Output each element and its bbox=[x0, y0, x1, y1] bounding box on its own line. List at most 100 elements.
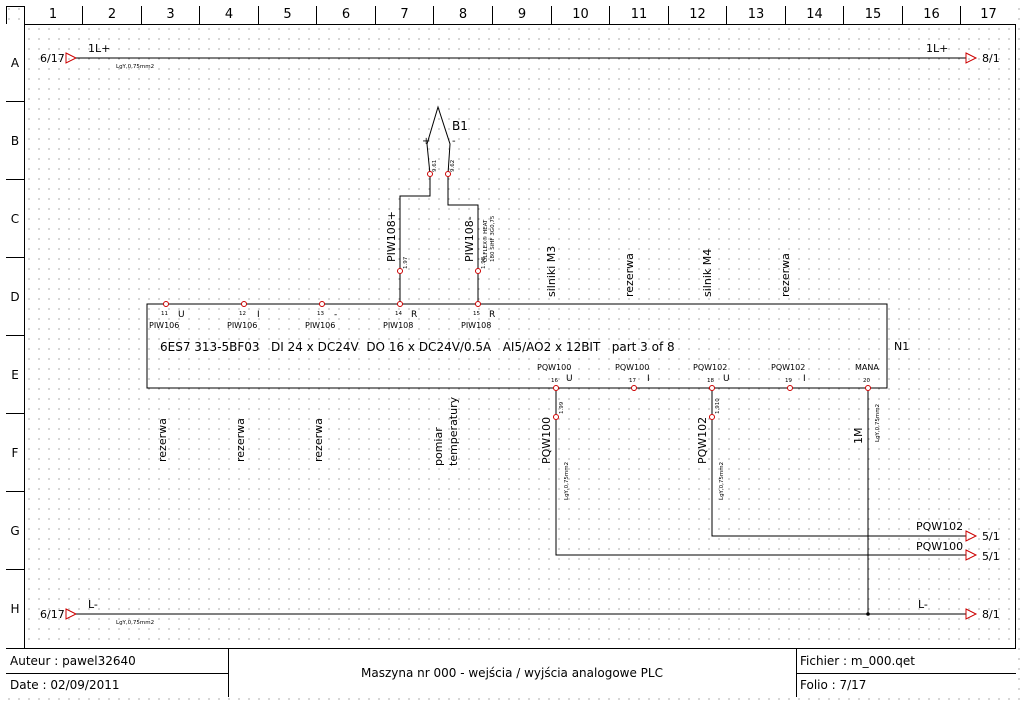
signal-label-pqw100: PQW100 bbox=[540, 417, 553, 464]
output-label: PQW100 bbox=[916, 540, 963, 553]
signal-label-piw108-minus: PIW108- bbox=[463, 216, 476, 262]
pin-number: 15 bbox=[473, 311, 480, 317]
title-block: Auteur : pawel32640 Date : 02/09/2011 Ma… bbox=[6, 648, 1016, 697]
output-ref: 5/1 bbox=[982, 550, 1000, 563]
channel-label: rezerwa bbox=[156, 418, 169, 462]
pin-type: U bbox=[178, 310, 185, 320]
module-body bbox=[146, 303, 888, 389]
column-header: 2 bbox=[83, 6, 142, 24]
rail-connector-arrow-icon bbox=[65, 608, 78, 620]
terminal-icon bbox=[427, 171, 433, 177]
column-header: 8 bbox=[434, 6, 493, 24]
bottom-pin: PQW102 I 19 bbox=[771, 363, 806, 391]
top-pin: 14 R PIW108 bbox=[383, 301, 417, 330]
output-connector: PQW102 5/1 bbox=[916, 520, 1000, 543]
module-description: 6ES7 313-5BF03 DI 24 x DC24V DO 16 x DC2… bbox=[160, 340, 675, 354]
column-header: 15 bbox=[844, 6, 903, 24]
bottom-pin: PQW102 U 18 bbox=[693, 363, 730, 391]
pin-type: - bbox=[334, 310, 337, 320]
row-header: B bbox=[6, 102, 24, 180]
bottom-rail: 6/17 L- LgY,0,75mm2 L- 8/1 bbox=[40, 598, 1000, 626]
author-field: Auteur : pawel32640 bbox=[10, 654, 136, 668]
pin-number: 20 bbox=[863, 378, 870, 384]
column-header: 9 bbox=[493, 6, 552, 24]
pin-number: 12 bbox=[239, 311, 246, 317]
pin-type: R bbox=[489, 310, 495, 320]
channel-label: pomiar bbox=[432, 427, 445, 466]
top-rail-label-left: 1L+ bbox=[88, 42, 110, 55]
pin-number: 11 bbox=[161, 311, 168, 317]
column-header: 16 bbox=[903, 6, 961, 24]
output-connector: PQW100 5/1 bbox=[916, 540, 1000, 563]
wire-number: 1.99 bbox=[559, 401, 565, 414]
connector-arrow-icon bbox=[965, 549, 978, 561]
channel-label: silniki M3 bbox=[545, 246, 558, 297]
wire-spec: LgY,0,75mm2 bbox=[875, 404, 881, 442]
column-header: 17 bbox=[961, 6, 1016, 24]
sheet-title: Maszyna nr 000 - wejścia / wyjścia analo… bbox=[361, 666, 663, 680]
pin-number: 17 bbox=[629, 378, 636, 384]
column-header: 13 bbox=[727, 6, 786, 24]
output-label: PQW102 bbox=[916, 520, 963, 533]
column-header: 10 bbox=[552, 6, 610, 24]
signal-label-1m: 1M bbox=[852, 428, 865, 445]
sensor-b1: B1 + - 9.61 9.62 bbox=[422, 105, 468, 177]
channel-label: rezerwa bbox=[623, 253, 636, 297]
pin-number: 18 bbox=[707, 378, 714, 384]
wire-pqw100 bbox=[555, 420, 966, 556]
sensor-wire-right: 9.62 bbox=[450, 160, 456, 172]
channel-label: rezerwa bbox=[779, 253, 792, 297]
pin-address: PIW106 bbox=[149, 321, 179, 330]
rail-connector-arrow-icon bbox=[965, 52, 978, 64]
signal-label-piw108-plus: PIW108+ bbox=[385, 211, 398, 262]
top-pin: 15 R PIW108 bbox=[461, 301, 495, 330]
pin-number: 16 bbox=[551, 378, 558, 384]
column-header: 1 bbox=[24, 6, 83, 24]
pin-address: PIW108 bbox=[383, 321, 413, 330]
pin-address: PQW102 bbox=[693, 363, 727, 372]
channel-label: rezerwa bbox=[234, 418, 247, 462]
column-header: 4 bbox=[200, 6, 259, 24]
pin-address: PIW108 bbox=[461, 321, 491, 330]
sensor-minus-sign: - bbox=[452, 136, 456, 147]
sensor-wire-left: 9.61 bbox=[432, 160, 438, 172]
wire-number: 1.910 bbox=[715, 398, 721, 414]
top-rail-target-ref: 8/1 bbox=[982, 52, 1000, 65]
thermocouple-icon bbox=[426, 105, 451, 175]
bottom-rail-wire-spec: LgY,0,75mm2 bbox=[116, 620, 154, 626]
column-header: 5 bbox=[259, 6, 317, 24]
terminal-icon bbox=[397, 301, 403, 307]
row-header: E bbox=[6, 336, 24, 414]
bottom-rail-label-left: L- bbox=[88, 598, 98, 611]
terminal-icon bbox=[787, 385, 793, 391]
pin-address: PIW106 bbox=[305, 321, 335, 330]
pin-number: 14 bbox=[395, 311, 402, 317]
connector-arrow-icon bbox=[965, 530, 978, 542]
terminal-icon bbox=[445, 171, 451, 177]
terminal-icon bbox=[163, 301, 169, 307]
pin-type: R bbox=[411, 310, 417, 320]
terminal-icon bbox=[241, 301, 247, 307]
terminal-icon bbox=[709, 385, 715, 391]
terminal-icon bbox=[631, 385, 637, 391]
title-block-divider bbox=[228, 649, 229, 697]
channel-label: rezerwa bbox=[312, 418, 325, 462]
wire-pqw102 bbox=[711, 420, 966, 537]
title-block-divider bbox=[796, 673, 1016, 674]
top-pin: 13 - PIW106 bbox=[305, 301, 337, 330]
column-header: 14 bbox=[786, 6, 844, 24]
title-block-divider bbox=[6, 673, 228, 674]
pin-address: PQW102 bbox=[771, 363, 805, 372]
wire-number: 1.98 bbox=[481, 256, 487, 269]
wire-number: 1.97 bbox=[403, 256, 409, 269]
pin-type: U bbox=[566, 374, 573, 384]
top-rail: 6/17 1L+ LgY,0,75mm2 1L+ 8/1 bbox=[40, 42, 1000, 70]
date-field: Date : 02/09/2011 bbox=[10, 678, 120, 692]
row-header: D bbox=[6, 258, 24, 336]
terminal-icon bbox=[709, 414, 715, 420]
output-ref: 5/1 bbox=[982, 530, 1000, 543]
channel-label: temperatury bbox=[447, 396, 460, 466]
top-pin: 12 I PIW106 bbox=[227, 301, 260, 330]
